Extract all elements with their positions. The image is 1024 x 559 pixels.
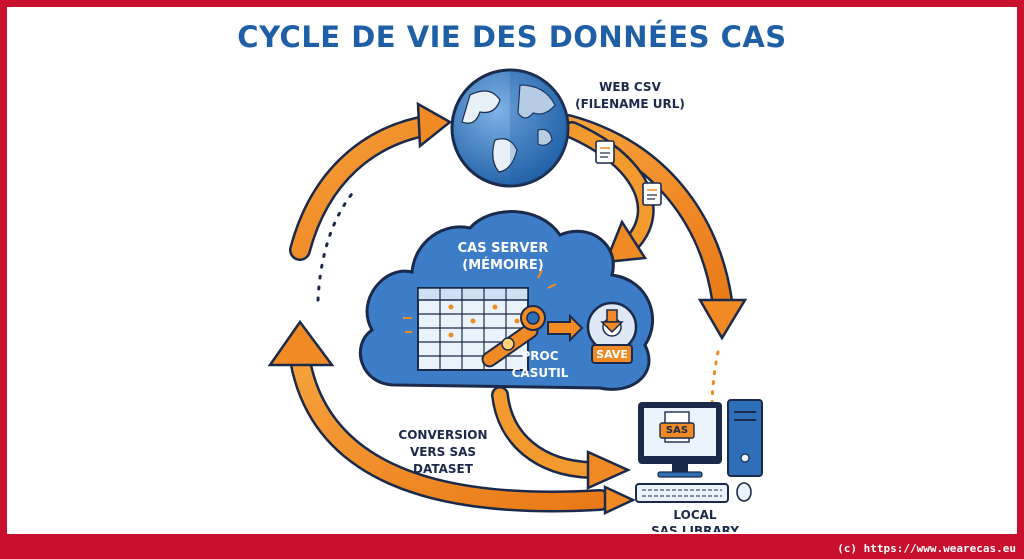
conversion-label: CONVERSION VERS SAS DATASET xyxy=(378,427,508,478)
copyright-footer: (c) https://www.wearecas.eu xyxy=(837,542,1016,555)
local-subtitle: SAS LIBRARY xyxy=(651,524,739,532)
proc-subtitle: CASUTIL xyxy=(511,366,569,380)
page-title: CYCLE DE VIE DES DONNÉES CAS xyxy=(237,20,787,54)
arrowhead-to-globe xyxy=(416,101,453,149)
web-csv-title: WEB CSV xyxy=(599,80,661,94)
local-title: LOCAL xyxy=(673,508,717,522)
conversion-subtitle: VERS SAS DATASET xyxy=(409,445,477,476)
globe-icon xyxy=(450,68,570,188)
save-badge-label: SAVE xyxy=(596,348,628,361)
computer-icon xyxy=(635,399,763,503)
arrowhead-to-library xyxy=(586,450,632,490)
wrench-gear-icon xyxy=(481,305,584,368)
bottom-arrowhead xyxy=(603,485,636,515)
local-library-label: LOCAL SAS LIBRARY xyxy=(640,507,750,532)
sas-badge-label: SAS xyxy=(665,425,689,436)
cas-server-label: CAS SERVER (MÉMOIRE) xyxy=(448,240,558,274)
left-arrowhead-up xyxy=(267,319,335,367)
save-disk-icon xyxy=(586,301,638,364)
web-csv-label: WEB CSV (FILENAME URL) xyxy=(560,79,700,113)
cas-server-subtitle: (MÉMOIRE) xyxy=(462,258,544,273)
csv-file-icon xyxy=(595,140,615,164)
web-csv-subtitle: (FILENAME URL) xyxy=(575,97,685,111)
csv-file-icon xyxy=(642,182,662,206)
arrowhead-to-computer xyxy=(697,298,748,341)
arrowhead-to-cloud xyxy=(604,219,648,264)
proc-casutil-label: PROC CASUTIL xyxy=(500,348,580,382)
proc-title: PROC xyxy=(521,349,559,363)
cas-server-title: CAS SERVER xyxy=(457,241,549,256)
conversion-title: CONVERSION xyxy=(398,428,488,442)
